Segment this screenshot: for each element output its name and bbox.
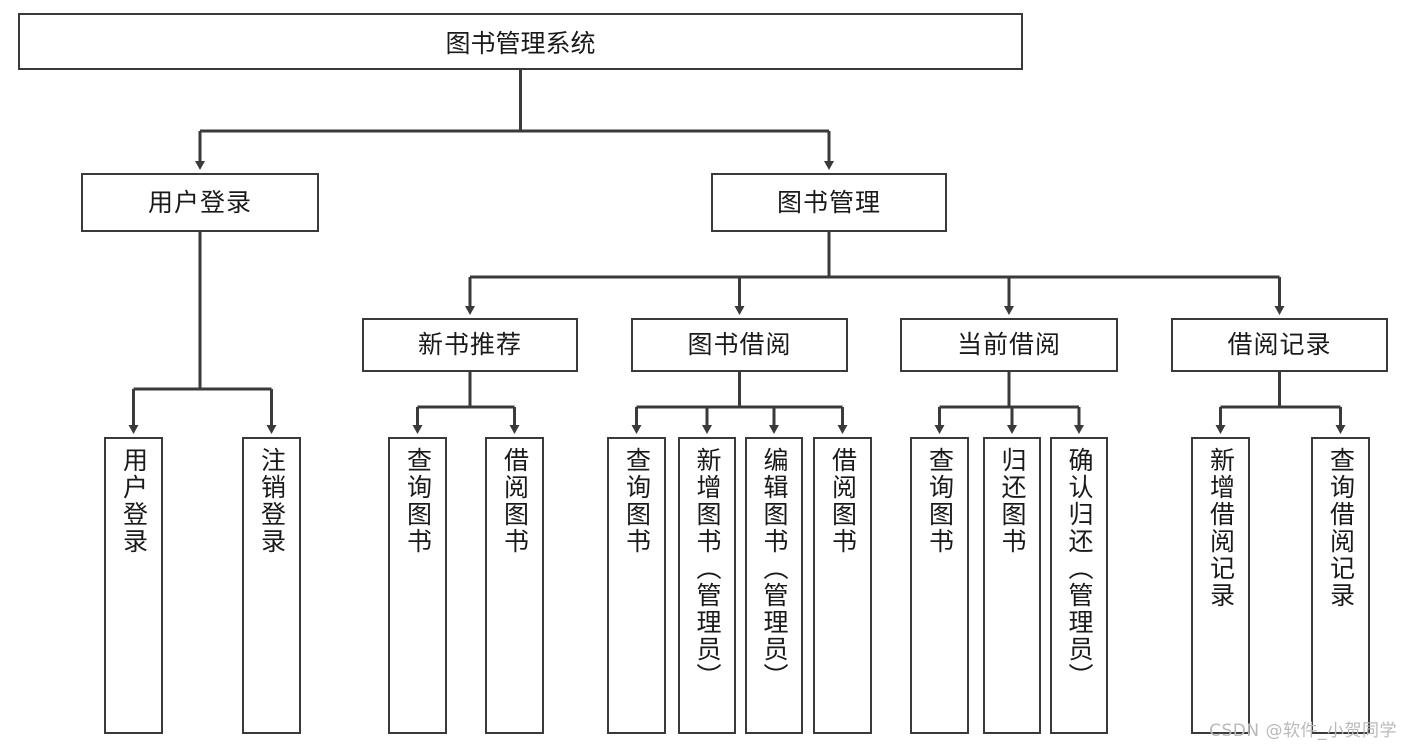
node-book-manage-label: 图书管理 [776, 187, 881, 217]
node-leaf-query-record[interactable]: 查询借阅记录 [1311, 437, 1370, 734]
node-leaf-user-login[interactable]: 用户登录 [104, 437, 163, 734]
node-root[interactable]: 图书管理系统 [18, 13, 1023, 70]
node-leaf-query-book-rec-label: 查询图书 [403, 447, 433, 555]
node-current-borrow[interactable]: 当前借阅 [900, 318, 1118, 372]
node-leaf-user-logout-label: 注销登录 [257, 447, 287, 555]
node-leaf-add-record[interactable]: 新增借阅记录 [1191, 437, 1250, 734]
node-leaf-query-book-bb-label: 查询图书 [622, 447, 652, 555]
node-leaf-query-book-bb[interactable]: 查询图书 [607, 437, 666, 734]
node-leaf-borrow-book-rec[interactable]: 借阅图书 [485, 437, 544, 734]
node-current-borrow-label: 当前借阅 [956, 330, 1061, 360]
node-leaf-edit-book-label: 编辑图书（管理员） [760, 447, 789, 690]
node-book-borrow[interactable]: 图书借阅 [631, 318, 848, 372]
node-leaf-query-book-cb-label: 查询图书 [925, 447, 955, 555]
node-user-login-label: 用户登录 [147, 187, 252, 217]
node-leaf-borrow-book-bb[interactable]: 借阅图书 [813, 437, 872, 734]
node-new-book-rec[interactable]: 新书推荐 [362, 318, 578, 372]
node-book-borrow-label: 图书借阅 [687, 330, 792, 360]
node-leaf-return-book-label: 归还图书 [998, 447, 1027, 555]
node-leaf-add-record-label: 新增借阅记录 [1206, 447, 1236, 609]
node-leaf-query-record-label: 查询借阅记录 [1326, 447, 1356, 609]
node-borrow-record-label: 借阅记录 [1227, 330, 1332, 360]
node-leaf-user-logout[interactable]: 注销登录 [242, 437, 301, 734]
node-book-manage[interactable]: 图书管理 [711, 173, 947, 232]
node-leaf-query-book-rec[interactable]: 查询图书 [388, 437, 447, 734]
node-leaf-query-book-cb[interactable]: 查询图书 [910, 437, 969, 734]
node-leaf-return-book[interactable]: 归还图书 [983, 437, 1041, 734]
node-leaf-add-book[interactable]: 新增图书（管理员） [678, 437, 736, 734]
node-leaf-add-book-label: 新增图书（管理员） [693, 447, 722, 690]
node-leaf-user-login-label: 用户登录 [119, 447, 149, 555]
watermark-text: CSDN @软件_小贺同学 [1209, 721, 1397, 741]
node-root-label: 图书管理系统 [445, 28, 596, 58]
node-new-book-rec-label: 新书推荐 [417, 330, 522, 360]
node-leaf-borrow-book-bb-label: 借阅图书 [828, 447, 858, 555]
node-borrow-record[interactable]: 借阅记录 [1171, 318, 1388, 372]
node-leaf-borrow-book-rec-label: 借阅图书 [500, 447, 530, 555]
node-leaf-confirm-return-label: 确认归还（管理员） [1065, 447, 1094, 690]
node-user-login[interactable]: 用户登录 [81, 173, 319, 232]
node-leaf-confirm-return[interactable]: 确认归还（管理员） [1050, 437, 1108, 734]
node-leaf-edit-book[interactable]: 编辑图书（管理员） [745, 437, 803, 734]
